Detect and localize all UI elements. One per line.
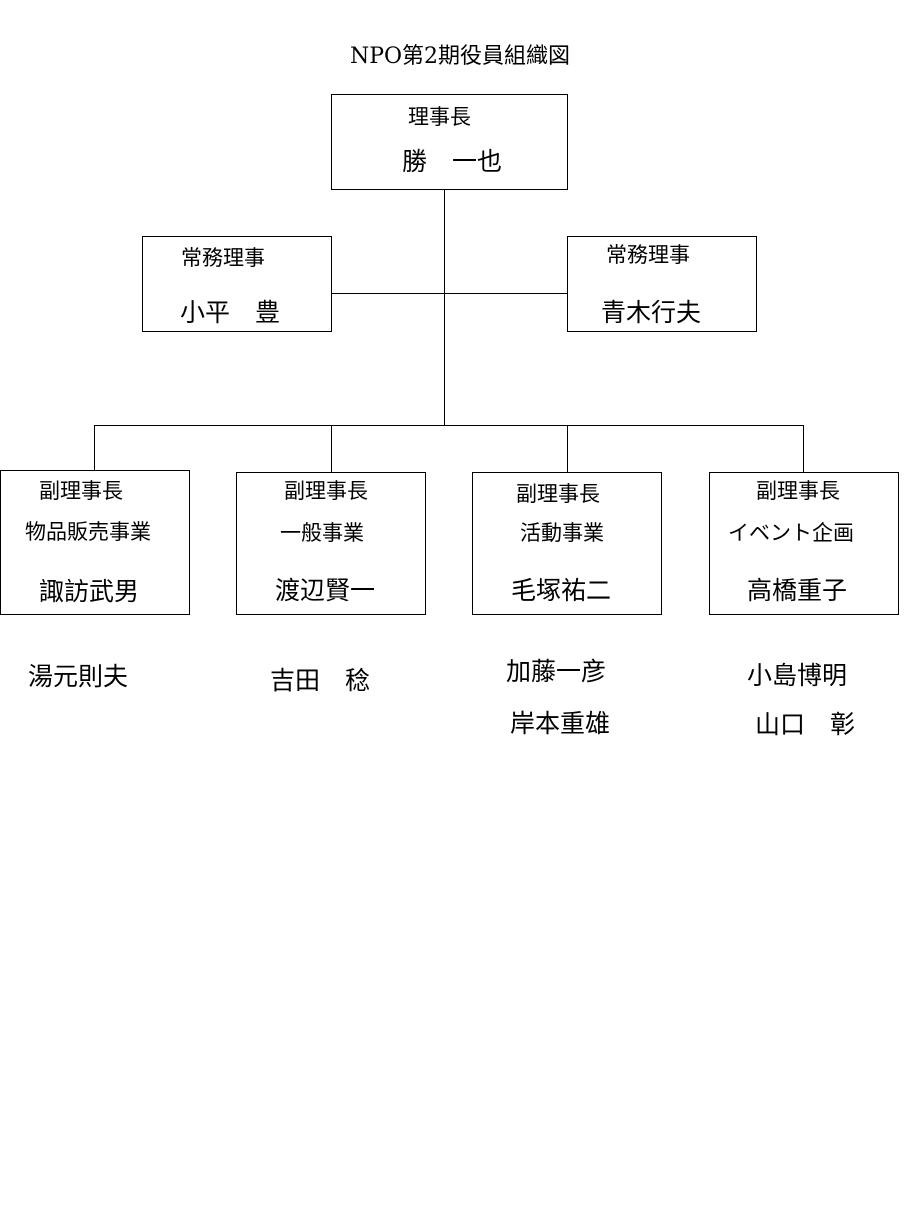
- managing-director-box-left: 常務理事 小平 豊: [142, 236, 332, 332]
- vice-chair-dept: 物品販売事業: [25, 520, 151, 544]
- vice-chair-name: 毛塚祐二: [511, 576, 612, 605]
- managing-director-role: 常務理事: [181, 246, 265, 270]
- connector-vice-1: [94, 425, 95, 471]
- vice-chair-name: 渡辺賢一: [275, 576, 376, 605]
- member-name: 山口 彰: [755, 710, 856, 739]
- vice-chair-dept: 活動事業: [520, 521, 604, 545]
- chairman-name: 勝 一也: [402, 147, 503, 176]
- vice-chair-role: 副理事長: [516, 482, 600, 506]
- vice-chair-role: 副理事長: [756, 479, 840, 503]
- vice-chair-box-1: 副理事長 物品販売事業 諏訪武男: [0, 470, 190, 615]
- managing-director-name: 青木行夫: [601, 298, 702, 327]
- vice-chair-name: 高橋重子: [747, 576, 848, 605]
- member-name: 小島博明: [747, 661, 848, 690]
- chairman-role: 理事長: [408, 105, 471, 129]
- vice-chair-role: 副理事長: [39, 479, 123, 503]
- managing-director-box-right: 常務理事 青木行夫: [567, 236, 757, 332]
- chart-title: NPO第2期役員組織図: [349, 44, 571, 69]
- connector-chairman-vertical: [444, 189, 445, 426]
- vice-chair-dept: 一般事業: [280, 521, 364, 545]
- connector-vice-2: [331, 425, 332, 472]
- connector-managing-horizontal: [331, 293, 568, 294]
- member-name: 加藤一彦: [506, 657, 607, 686]
- connector-vice-3: [567, 425, 568, 472]
- vice-chair-role: 副理事長: [284, 479, 368, 503]
- member-name: 岸本重雄: [510, 709, 611, 738]
- member-name: 湯元則夫: [28, 662, 129, 691]
- vice-chair-box-3: 副理事長 活動事業 毛塚祐二: [472, 472, 662, 615]
- vice-chair-box-2: 副理事長 一般事業 渡辺賢一: [236, 472, 426, 615]
- member-name: 吉田 稔: [270, 666, 371, 695]
- connector-vice-horizontal: [94, 425, 804, 426]
- managing-director-role: 常務理事: [606, 243, 690, 267]
- vice-chair-name: 諏訪武男: [39, 577, 140, 606]
- connector-vice-4: [803, 425, 804, 472]
- vice-chair-dept: イベント企画: [728, 521, 854, 545]
- managing-director-name: 小平 豊: [180, 298, 281, 327]
- chairman-box: 理事長 勝 一也: [331, 94, 568, 190]
- vice-chair-box-4: 副理事長 イベント企画 高橋重子: [709, 472, 899, 615]
